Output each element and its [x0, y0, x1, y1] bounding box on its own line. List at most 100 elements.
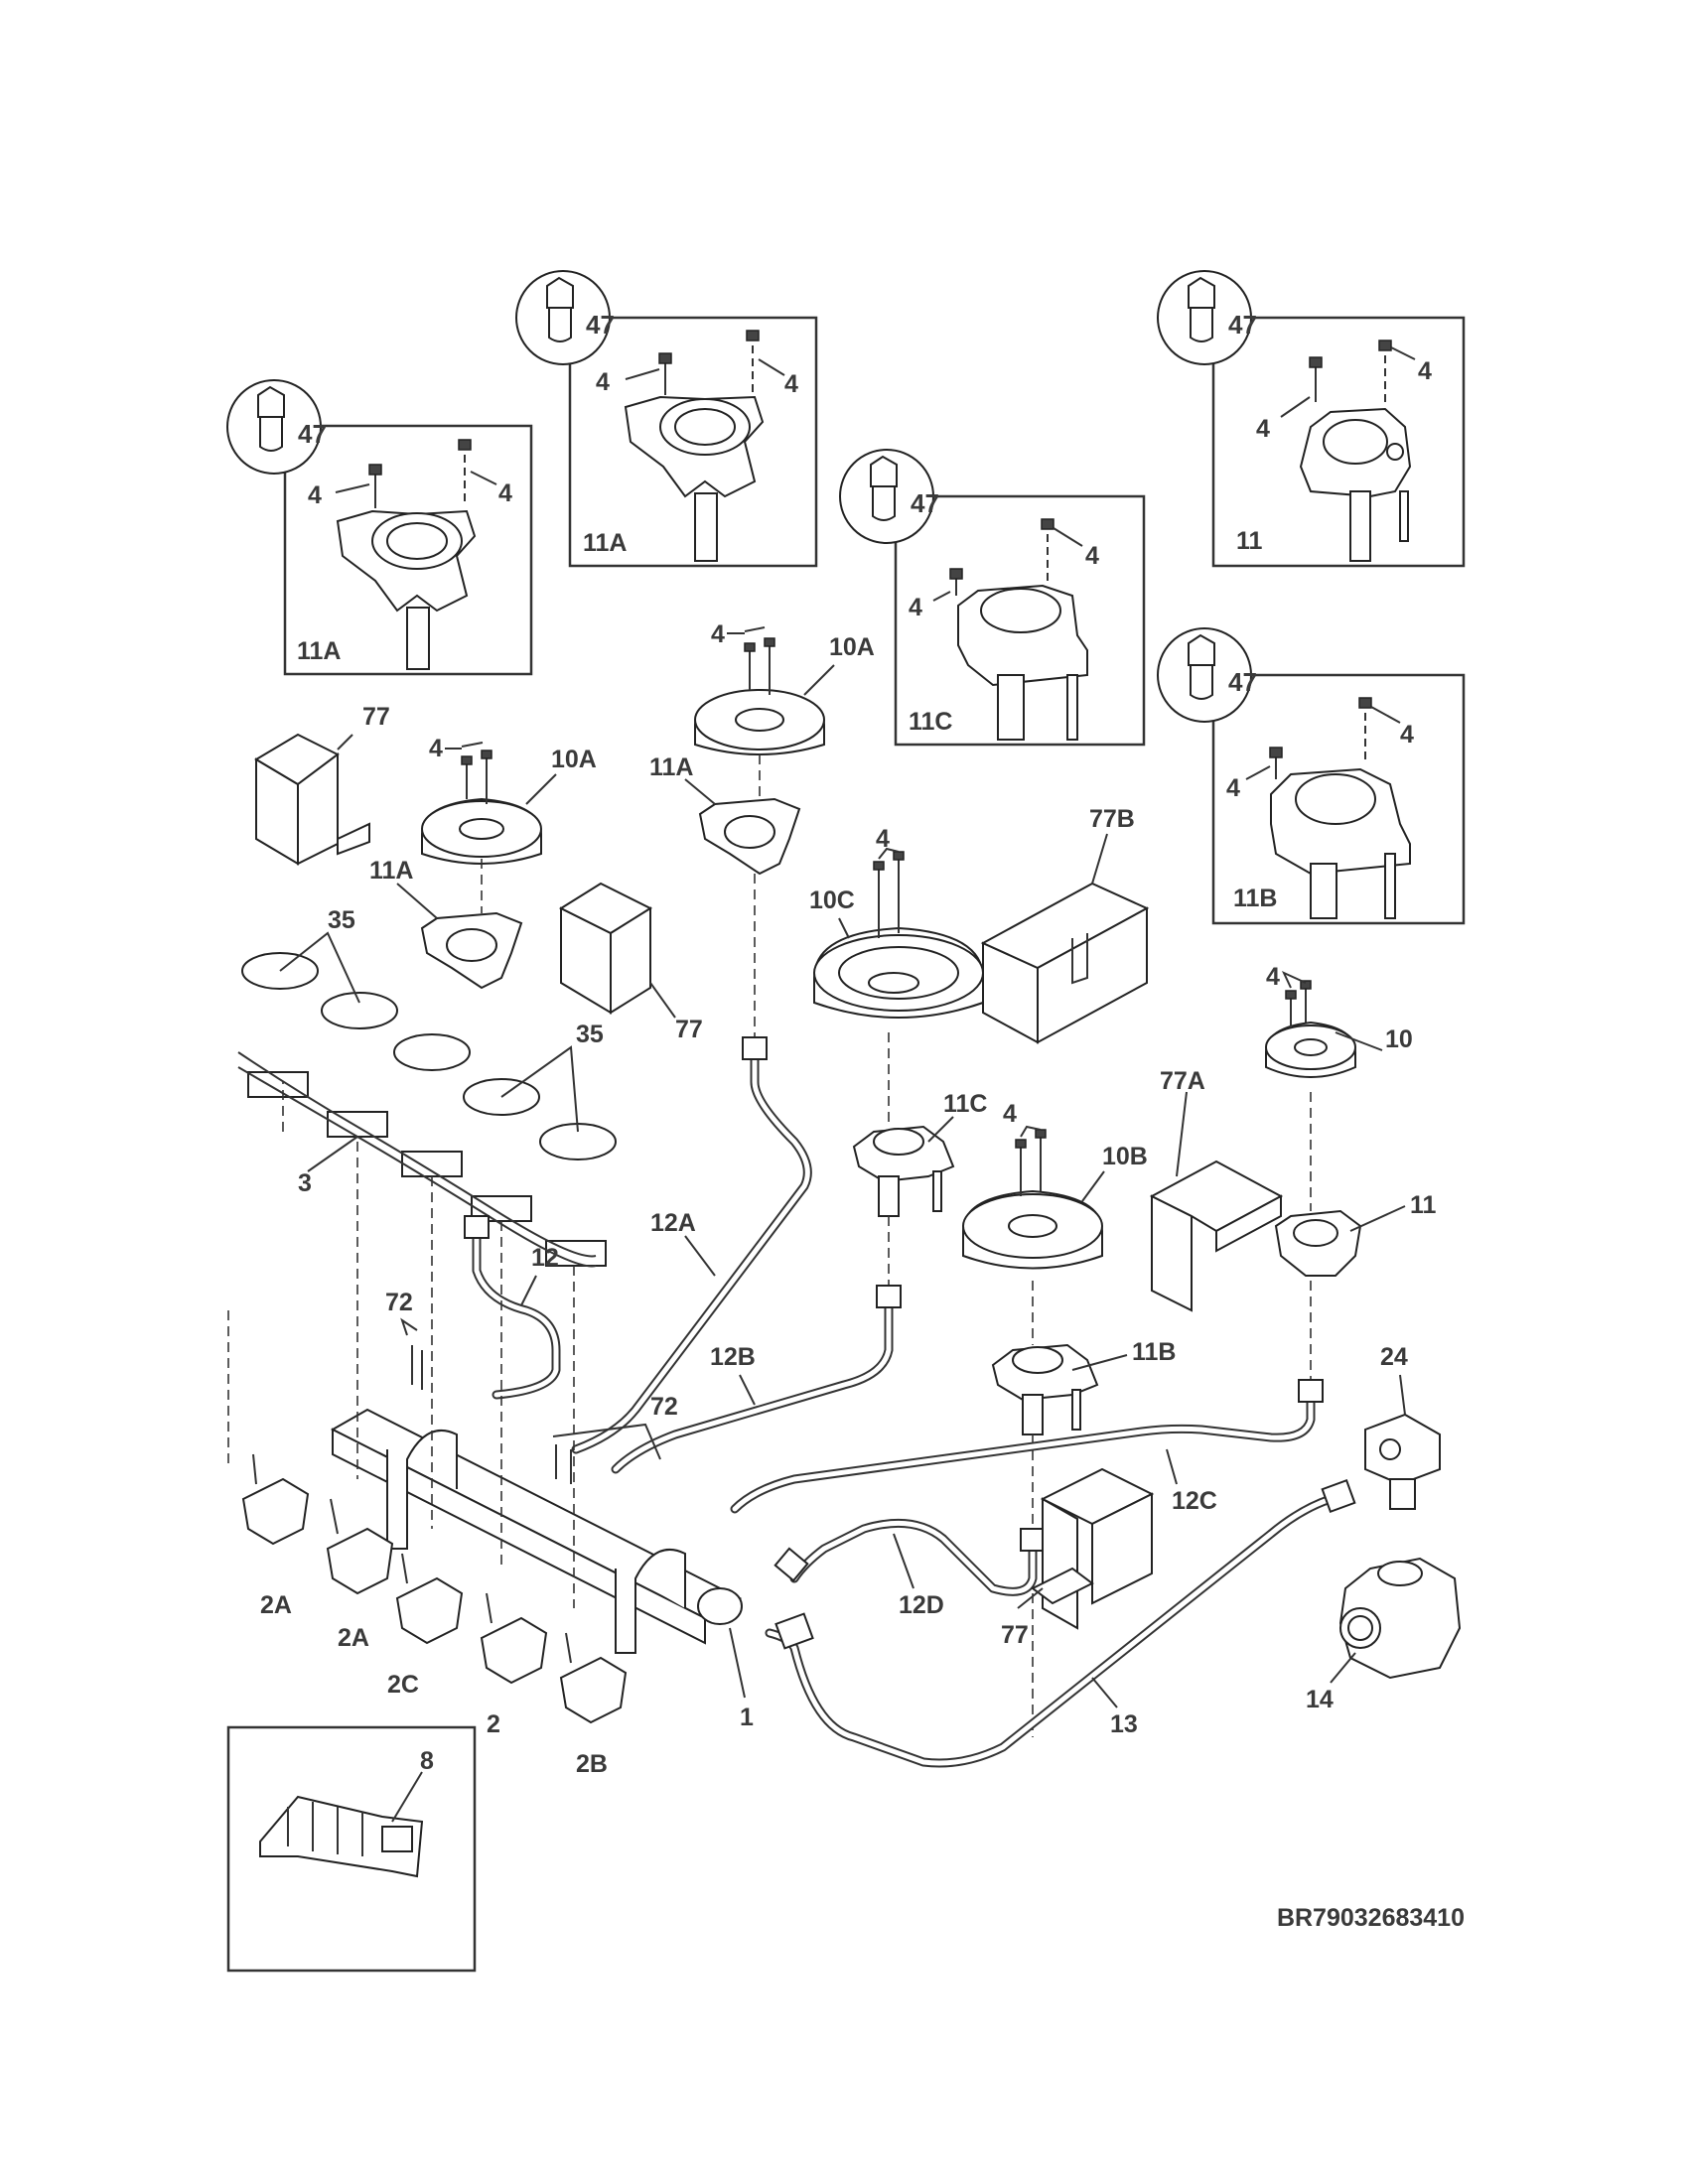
svg-text:12D: 12D [899, 1591, 944, 1619]
gas-valves-2: 2A 2A 2C 2 2B [227, 1082, 628, 1778]
svg-text:2C: 2C [387, 1671, 419, 1699]
bracket-77-low: 77 [1001, 1467, 1155, 1649]
svg-text:77: 77 [675, 1016, 703, 1043]
tube-12D: 12D [774, 1518, 1046, 1619]
svg-text:4: 4 [876, 825, 890, 853]
svg-text:4: 4 [1400, 721, 1414, 749]
svg-text:13: 13 [1110, 1710, 1138, 1738]
valve-2B: 2B [559, 1632, 628, 1778]
svg-text:77: 77 [362, 703, 390, 731]
svg-text:47: 47 [911, 488, 939, 518]
valve-2A-right: 2A [326, 1498, 394, 1652]
svg-text:4: 4 [1003, 1100, 1017, 1128]
svg-text:72: 72 [385, 1289, 413, 1316]
svg-text:8: 8 [420, 1747, 434, 1775]
svg-text:47: 47 [298, 419, 327, 449]
svg-text:2A: 2A [260, 1591, 292, 1619]
svg-text:14: 14 [1306, 1686, 1334, 1713]
svg-text:11A: 11A [583, 529, 627, 557]
svg-text:3: 3 [298, 1169, 312, 1197]
svg-text:10C: 10C [809, 887, 855, 914]
svg-text:11A: 11A [369, 857, 413, 885]
bracket-77-top: 77 [254, 703, 390, 866]
svg-text:4: 4 [498, 479, 512, 507]
svg-text:11: 11 [1236, 527, 1263, 555]
svg-text:12B: 12B [710, 1343, 756, 1371]
tube-13: 13 [765, 1478, 1356, 1768]
svg-text:12A: 12A [650, 1209, 696, 1237]
svg-text:11C: 11C [943, 1090, 987, 1118]
svg-text:11B: 11B [1132, 1338, 1176, 1366]
svg-text:72: 72 [650, 1393, 678, 1421]
head-11A-center: 11A [649, 753, 801, 1042]
inset-11A-mid: 47 4 4 11A [515, 270, 818, 568]
svg-text:11C: 11C [909, 708, 952, 736]
svg-text:4: 4 [596, 368, 610, 396]
head-11C: 11C [852, 1032, 987, 1286]
svg-text:47: 47 [586, 310, 615, 340]
svg-text:4: 4 [711, 620, 725, 648]
burner-10: 4 10 [1265, 963, 1413, 1078]
bracket-77-mid: 77 [558, 882, 703, 1043]
svg-text:4: 4 [784, 370, 798, 398]
tube-12C: 12C [730, 1379, 1324, 1515]
svg-text:10A: 10A [829, 633, 875, 661]
svg-text:4: 4 [909, 594, 922, 621]
inset-spark-module-8: 8 [226, 1725, 477, 1973]
svg-text:4: 4 [1256, 415, 1270, 443]
inset-11B: 47 4 4 11B [1157, 627, 1466, 925]
pressure-regulator-14: 14 [1306, 1557, 1462, 1713]
head-11: 11 [1274, 1092, 1437, 1385]
screws-72: 72 72 [385, 1289, 678, 1484]
svg-text:77: 77 [1001, 1621, 1029, 1649]
bracket-77A: 77A [1149, 1067, 1284, 1312]
svg-text:4: 4 [1266, 963, 1280, 991]
svg-text:4: 4 [1418, 357, 1432, 385]
svg-text:2B: 2B [576, 1750, 608, 1778]
valve-2C: 2C [387, 1553, 464, 1699]
svg-text:10: 10 [1385, 1025, 1413, 1053]
burner-10C: 4 10C [809, 825, 984, 1019]
svg-text:4: 4 [308, 481, 322, 509]
regulator-fitting-24: 24 [1364, 1343, 1441, 1510]
svg-text:4: 4 [1085, 542, 1099, 570]
svg-text:11B: 11B [1233, 885, 1277, 912]
manifold-1: 1 [330, 1408, 754, 1731]
svg-text:12C: 12C [1172, 1487, 1217, 1515]
inset-11-right: 47 4 4 11 [1157, 270, 1466, 568]
svg-text:77B: 77B [1089, 805, 1135, 833]
svg-text:35: 35 [576, 1021, 604, 1048]
tube-12A: 12A [571, 1036, 812, 1454]
svg-text:77A: 77A [1160, 1067, 1205, 1095]
diagram-code: BR79032683410 [1277, 1904, 1465, 1932]
head-11B: 11B [991, 1281, 1176, 1737]
svg-text:1: 1 [740, 1704, 754, 1731]
svg-text:10A: 10A [551, 746, 597, 773]
svg-text:4: 4 [429, 735, 443, 762]
svg-text:11A: 11A [297, 637, 341, 665]
ignitor-harness-3: 3 [237, 1051, 607, 1268]
burner-10A-left: 4 10A [421, 735, 597, 865]
svg-text:10B: 10B [1102, 1143, 1148, 1170]
svg-text:47: 47 [1228, 310, 1257, 340]
inset-11A-left: 47 4 4 11A [226, 379, 533, 676]
valve-2A-left: 2A [241, 1453, 310, 1619]
tube-12: 12 [464, 1215, 561, 1400]
head-11A-left: 11A [369, 857, 523, 990]
svg-text:11: 11 [1410, 1191, 1437, 1219]
svg-text:47: 47 [1228, 667, 1257, 697]
caps-35: 35 35 [241, 906, 617, 1160]
burner-10B: 4 10B [962, 1100, 1148, 1270]
svg-text:2A: 2A [338, 1624, 369, 1652]
svg-text:35: 35 [328, 906, 355, 934]
svg-text:2: 2 [487, 1710, 500, 1738]
bracket-77B: 77B [980, 805, 1150, 1044]
svg-text:24: 24 [1380, 1343, 1408, 1371]
valve-2: 2 [480, 1592, 548, 1738]
svg-text:11A: 11A [649, 753, 693, 781]
burner-10A-center: 4 10A [694, 620, 875, 755]
inset-11C: 47 4 4 11C [839, 449, 1146, 747]
svg-text:4: 4 [1226, 774, 1240, 802]
svg-text:12: 12 [531, 1244, 559, 1272]
